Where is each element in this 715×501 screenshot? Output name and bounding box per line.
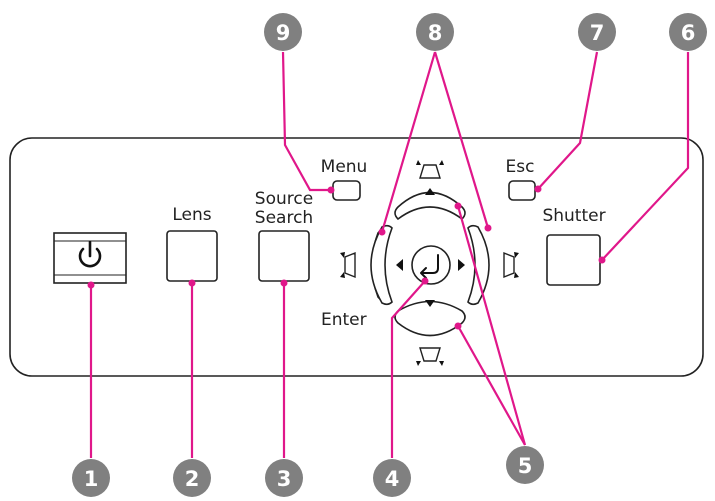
shutter-button[interactable] — [546, 234, 601, 286]
keystone-left-icon — [340, 251, 356, 279]
left-arrow-icon — [396, 259, 403, 271]
source-search-button[interactable] — [258, 230, 310, 282]
svg-text:7: 7 — [590, 21, 605, 45]
right-arrow-icon — [458, 259, 465, 271]
svg-text:4: 4 — [385, 467, 400, 491]
esc-label: Esc — [506, 157, 535, 177]
leader-6 — [601, 52, 690, 261]
power-button[interactable] — [53, 232, 127, 284]
leader-7 — [537, 51, 599, 190]
menu-button[interactable] — [332, 180, 361, 201]
callout-4: 4 — [373, 459, 411, 497]
down-arrow-icon — [425, 300, 435, 307]
leader-5a — [457, 325, 526, 446]
left-button[interactable] — [370, 224, 403, 306]
svg-text:5: 5 — [518, 454, 533, 478]
callout-6: 6 — [669, 13, 707, 51]
svg-text:6: 6 — [681, 21, 696, 45]
source-search-label-line2: Search — [255, 208, 313, 228]
svg-text:3: 3 — [277, 467, 292, 491]
enter-button[interactable] — [411, 245, 451, 285]
leader-lines — [89, 51, 690, 458]
enter-return-icon — [420, 254, 439, 279]
callout-1: 1 — [72, 459, 110, 497]
leader-5b — [456, 205, 527, 446]
keystone-right-icon — [503, 251, 519, 279]
up-arrow-icon — [425, 188, 435, 195]
menu-label: Menu — [321, 157, 368, 177]
leader-8a — [380, 51, 437, 233]
svg-text:9: 9 — [276, 21, 291, 45]
lens-button[interactable] — [166, 230, 218, 282]
svg-text:1: 1 — [84, 467, 99, 491]
callout-3: 3 — [265, 459, 303, 497]
svg-text:2: 2 — [185, 467, 200, 491]
callout-5: 5 — [506, 446, 544, 484]
callout-9: 9 — [264, 13, 302, 51]
right-button[interactable] — [458, 224, 490, 306]
keystone-down-icon — [416, 347, 444, 366]
esc-button[interactable] — [508, 180, 536, 201]
down-button[interactable] — [394, 300, 466, 337]
power-icon — [78, 240, 102, 268]
leader-8b — [433, 51, 490, 229]
callout-7: 7 — [578, 13, 616, 51]
svg-text:8: 8 — [428, 21, 443, 45]
leader-4 — [390, 280, 426, 458]
enter-label: Enter — [321, 310, 367, 330]
callout-2: 2 — [173, 459, 211, 497]
callout-8: 8 — [416, 13, 454, 51]
leader-9 — [281, 51, 331, 192]
keystone-up-icon — [416, 160, 444, 179]
lens-label: Lens — [172, 205, 211, 225]
leader-endpoints — [87, 185, 606, 330]
shutter-label: Shutter — [542, 206, 605, 226]
source-search-label-line1: Source — [255, 189, 313, 209]
